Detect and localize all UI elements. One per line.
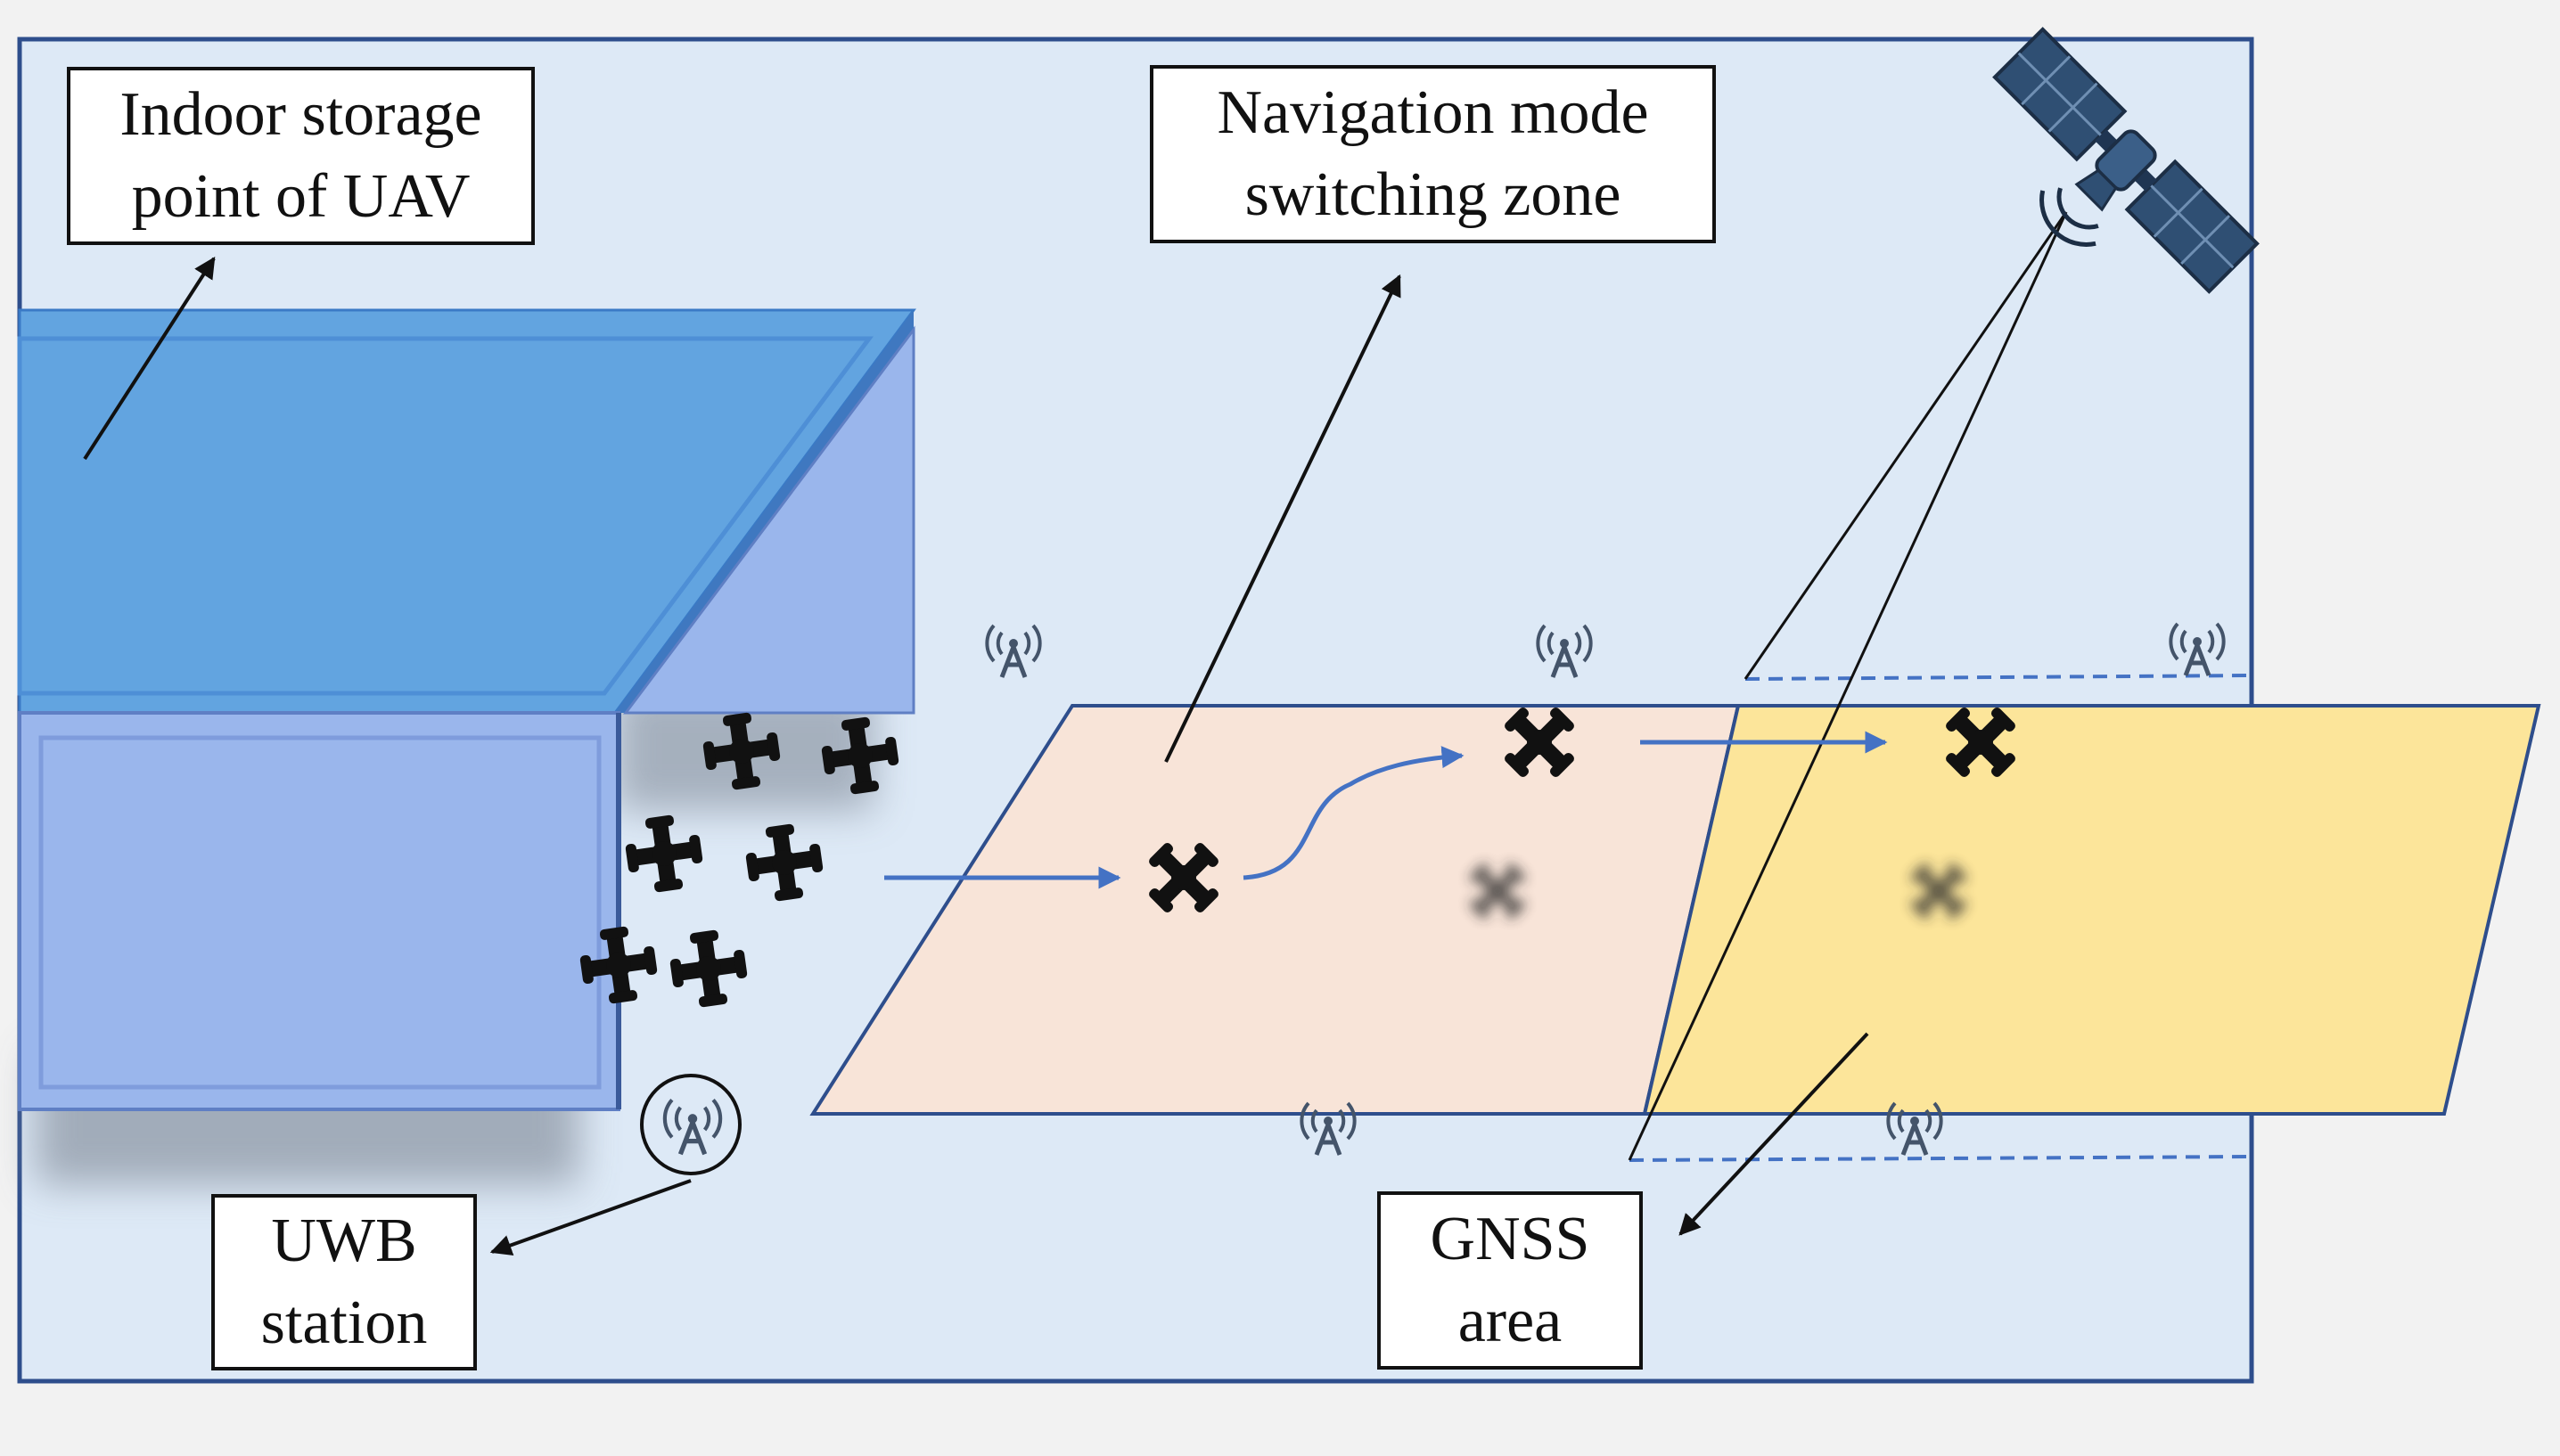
satellite-beam-right [1628,211,2068,1161]
gnss-zone [1642,704,2541,1116]
gnss-callout-arrow [1678,1032,1869,1236]
storage-label: Indoor storage point of UAV [67,67,535,245]
building-front-wall [18,711,620,1111]
satellite-beam-left [1744,211,2068,680]
gnss-extent-bottom [1629,1155,2252,1162]
building-front-bevel [38,735,602,1090]
uwb-station-label: UWB station [211,1194,477,1370]
gnss-area-label: GNSS area [1377,1191,1643,1370]
switching-callout-arrow [1164,274,1401,763]
gnss-extent-top [1744,674,2252,681]
callout-arrows [83,256,1869,1256]
building-top-edge [615,310,914,713]
flight-path [884,731,1888,889]
storage-callout-arrow [83,256,216,461]
uwb-callout-arrow [489,1179,692,1256]
flight-arrow-climb [1243,746,1465,880]
uwb-station-circle [640,1074,742,1175]
building-side-wall [622,325,915,715]
switching-zone-label: Navigation mode switching zone [1150,65,1716,243]
building-top-bevel [17,336,874,696]
satellite-icon [1992,27,2260,294]
